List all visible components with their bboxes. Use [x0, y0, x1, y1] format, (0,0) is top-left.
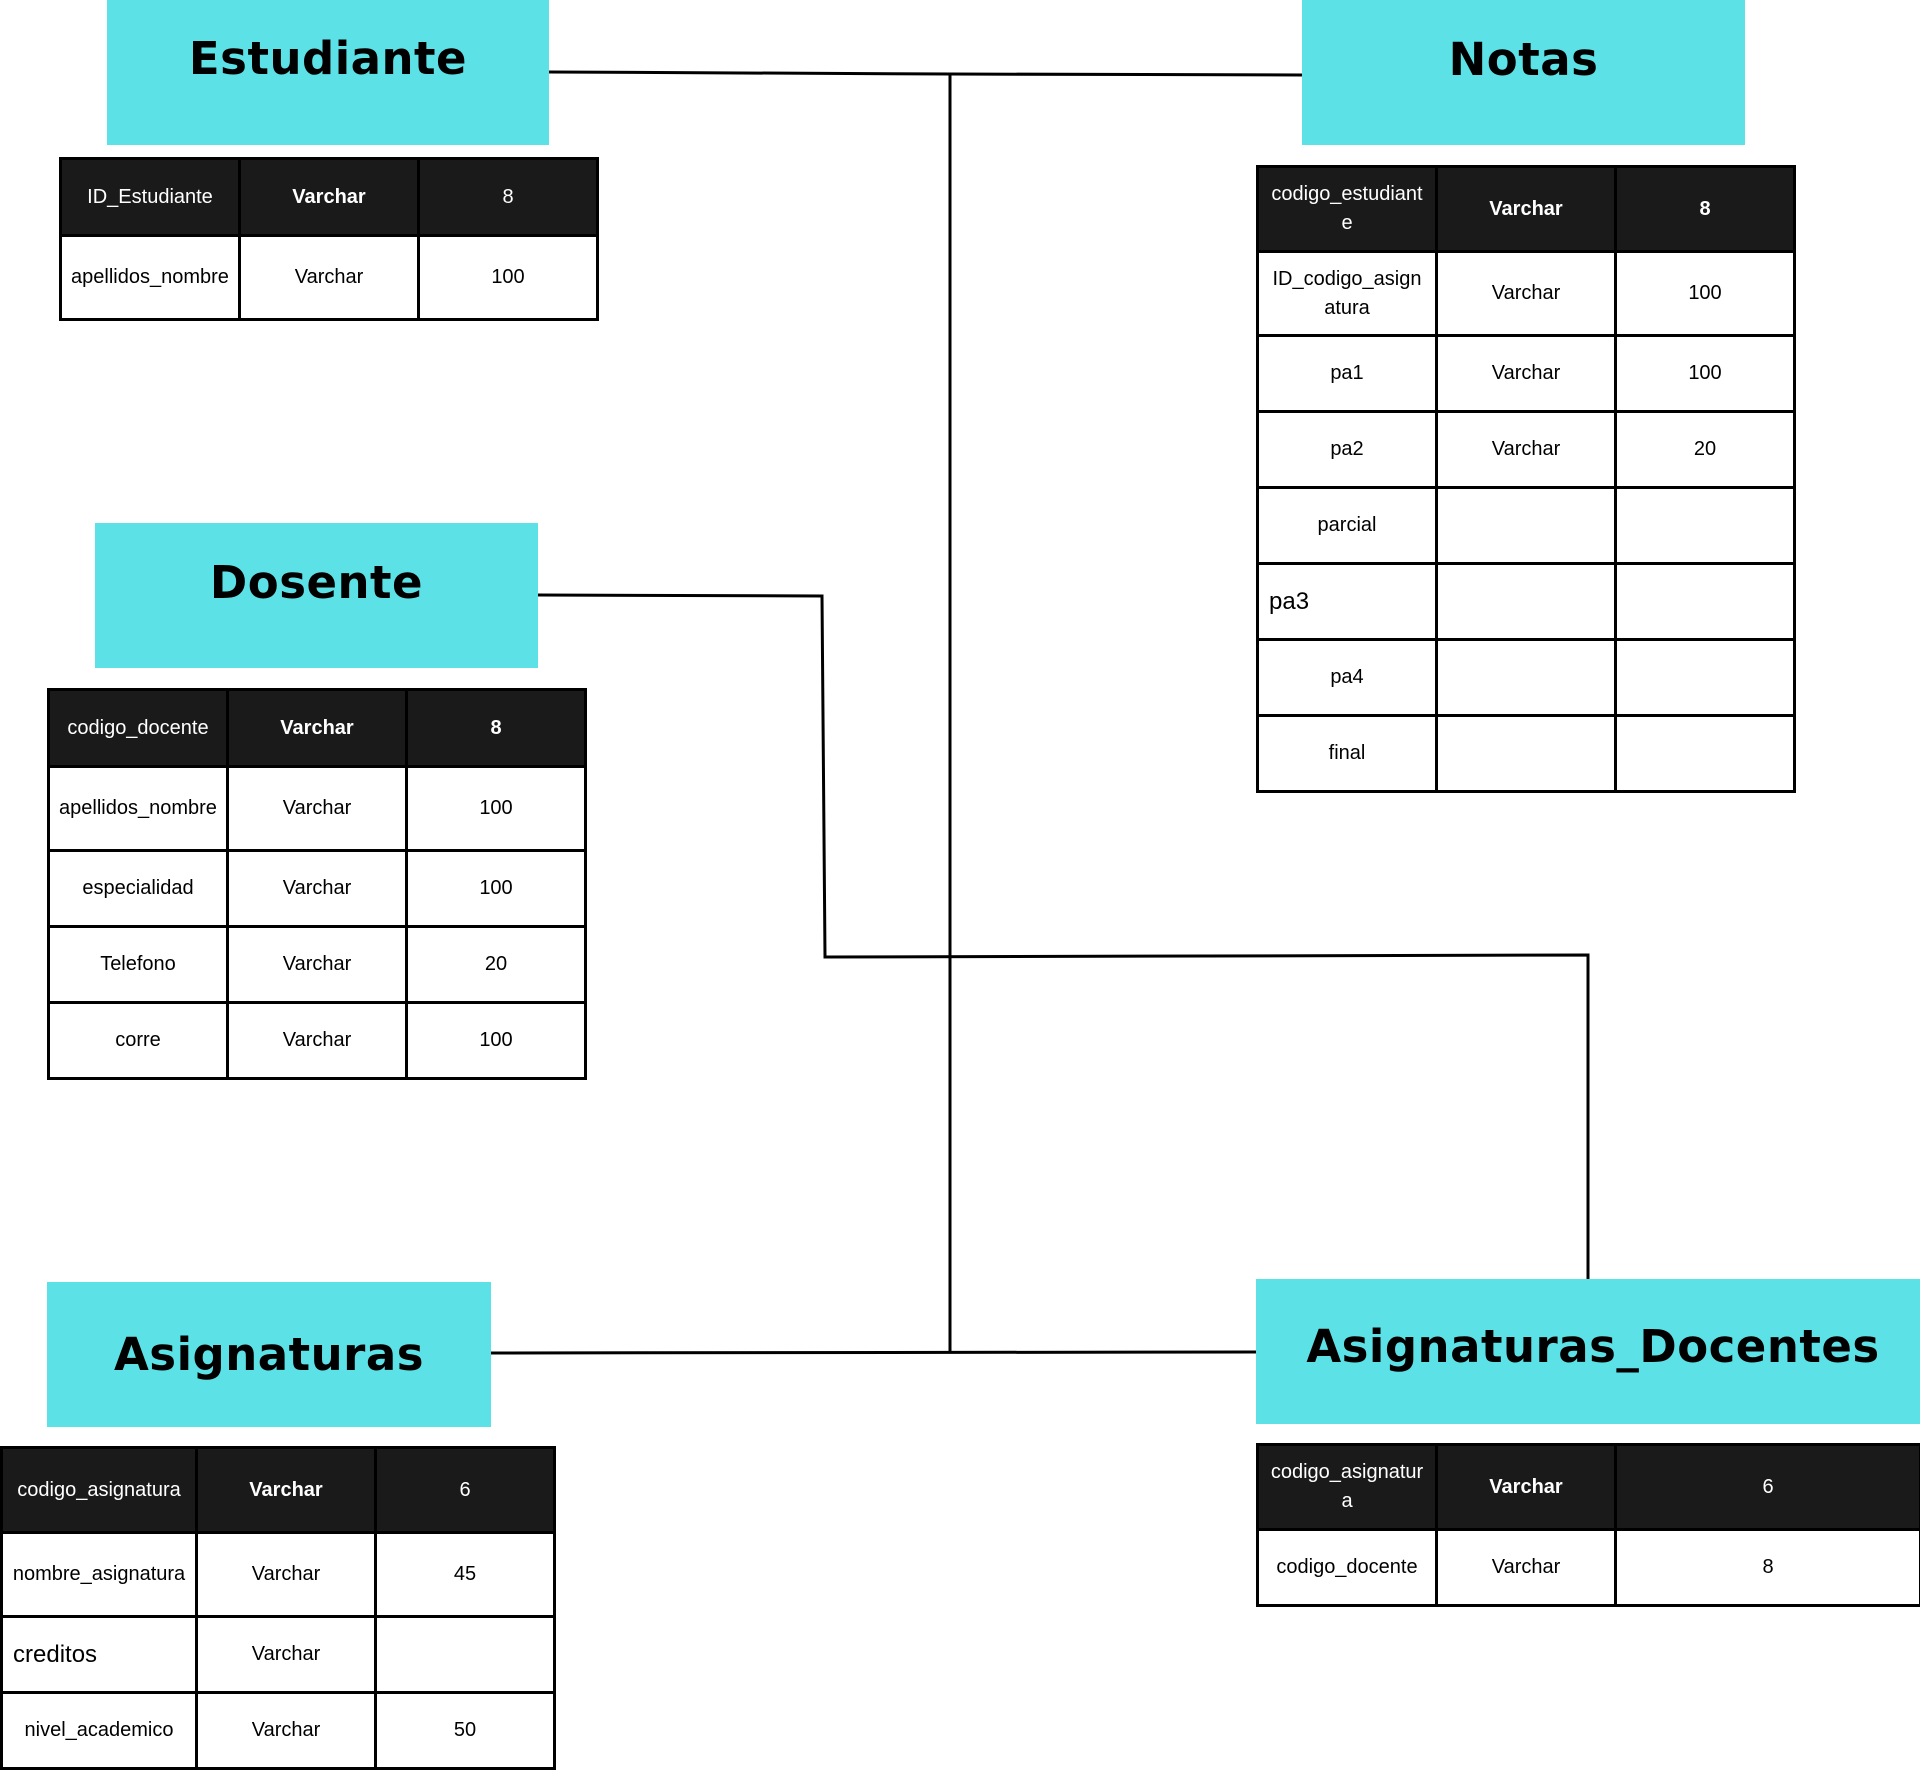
field-name-cell: pa4	[1256, 638, 1438, 717]
field-type-cell: Varchar	[1435, 250, 1617, 337]
field-name-cell: Telefono	[47, 925, 229, 1004]
field-length-cell: 45	[374, 1531, 556, 1618]
entity-title-asignaturas-docentes: Asignaturas_Docentes	[1256, 1279, 1920, 1424]
field-type-cell: Varchar	[238, 234, 420, 321]
table-row: pa4	[1256, 638, 1796, 717]
connector-asignaturas-asignaturas-docentes	[490, 1350, 1257, 1355]
field-type-cell: Varchar	[195, 1446, 377, 1534]
table-row: pa3	[1256, 562, 1796, 641]
field-name-cell: codigo_asignatura	[1256, 1443, 1438, 1531]
table-row: final	[1256, 714, 1796, 793]
entity-title-asignaturas: Asignaturas	[47, 1282, 491, 1427]
field-length-cell: 50	[374, 1691, 556, 1770]
field-length-cell: 100	[405, 849, 587, 928]
table-row: Telefono Varchar 20	[47, 925, 587, 1004]
field-type-cell	[1435, 486, 1617, 565]
field-length-cell: 6	[1614, 1443, 1920, 1531]
field-name-cell: codigo_estudiante	[1256, 165, 1438, 253]
field-length-cell: 100	[1614, 334, 1796, 413]
field-name-cell: corre	[47, 1001, 229, 1080]
field-length-cell	[1614, 714, 1796, 793]
field-type-cell: Varchar	[226, 765, 408, 852]
field-type-cell: Varchar	[1435, 1528, 1617, 1607]
field-name-cell: apellidos_nombre	[59, 234, 241, 321]
field-length-cell: 6	[374, 1446, 556, 1534]
field-length-cell	[1614, 638, 1796, 717]
field-name-cell: pa3	[1256, 562, 1438, 641]
table-row: codigo_asignatura Varchar 6	[0, 1446, 556, 1534]
field-length-cell	[374, 1615, 556, 1694]
table-row: codigo_asignatura Varchar 6	[1256, 1443, 1920, 1531]
field-length-cell: 8	[405, 688, 587, 768]
field-type-cell: Varchar	[195, 1615, 377, 1694]
entity-table-asignaturas: codigo_asignatura Varchar 6 nombre_asign…	[0, 1446, 556, 1770]
entity-table-asignaturas-docentes: codigo_asignatura Varchar 6 codigo_docen…	[1256, 1443, 1920, 1607]
field-type-cell	[1435, 562, 1617, 641]
field-name-cell: nombre_asignatura	[0, 1531, 198, 1618]
field-name-cell: pa2	[1256, 410, 1438, 489]
field-type-cell: Varchar	[1435, 334, 1617, 413]
entity-title-notas: Notas	[1302, 0, 1745, 145]
field-name-cell: apellidos_nombre	[47, 765, 229, 852]
field-type-cell: Varchar	[195, 1691, 377, 1770]
table-row: apellidos_nombre Varchar 100	[59, 234, 599, 321]
table-row: corre Varchar 100	[47, 1001, 587, 1080]
table-row: ID_Estudiante Varchar 8	[59, 157, 599, 237]
field-length-cell: 100	[405, 765, 587, 852]
field-type-cell: Varchar	[1435, 1443, 1617, 1531]
table-row: pa2 Varchar 20	[1256, 410, 1796, 489]
table-row: ID_codigo_asignatura Varchar 100	[1256, 250, 1796, 337]
table-row: codigo_docente Varchar 8	[1256, 1528, 1920, 1607]
connector-dosente-asignaturas-docentes	[537, 593, 1590, 1282]
field-name-cell: ID_codigo_asignatura	[1256, 250, 1438, 337]
entity-table-notas: codigo_estudiante Varchar 8 ID_codigo_as…	[1256, 165, 1796, 793]
table-row: codigo_docente Varchar 8	[47, 688, 587, 768]
table-row: nombre_asignatura Varchar 45	[0, 1531, 556, 1618]
field-name-cell: codigo_docente	[1256, 1528, 1438, 1607]
entity-title-dosente: Dosente	[95, 523, 538, 668]
field-length-cell: 8	[1614, 165, 1796, 253]
field-type-cell: Varchar	[195, 1531, 377, 1618]
field-type-cell	[1435, 638, 1617, 717]
field-type-cell: Varchar	[1435, 410, 1617, 489]
field-type-cell: Varchar	[238, 157, 420, 237]
field-type-cell: Varchar	[226, 688, 408, 768]
table-row: especialidad Varchar 100	[47, 849, 587, 928]
field-length-cell: 100	[417, 234, 599, 321]
field-type-cell	[1435, 714, 1617, 793]
table-row: nivel_academico Varchar 50	[0, 1691, 556, 1770]
entity-table-dosente: codigo_docente Varchar 8 apellidos_nombr…	[47, 688, 587, 1080]
field-length-cell: 20	[1614, 410, 1796, 489]
field-name-cell: especialidad	[47, 849, 229, 928]
field-name-cell: codigo_docente	[47, 688, 229, 768]
field-length-cell: 8	[1614, 1528, 1920, 1607]
field-name-cell: ID_Estudiante	[59, 157, 241, 237]
table-row: apellidos_nombre Varchar 100	[47, 765, 587, 852]
field-name-cell: codigo_asignatura	[0, 1446, 198, 1534]
entity-title-estudiante: Estudiante	[107, 0, 549, 145]
field-name-cell: final	[1256, 714, 1438, 793]
field-length-cell	[1614, 562, 1796, 641]
field-length-cell: 100	[1614, 250, 1796, 337]
field-type-cell: Varchar	[1435, 165, 1617, 253]
field-type-cell: Varchar	[226, 925, 408, 1004]
field-length-cell: 100	[405, 1001, 587, 1080]
connector-estudiante-notas	[548, 70, 1303, 77]
table-row: parcial	[1256, 486, 1796, 565]
entity-table-estudiante: ID_Estudiante Varchar 8 apellidos_nombre…	[59, 157, 599, 321]
field-name-cell: parcial	[1256, 486, 1438, 565]
table-row: pa1 Varchar 100	[1256, 334, 1796, 413]
field-length-cell: 20	[405, 925, 587, 1004]
table-row: codigo_estudiante Varchar 8	[1256, 165, 1796, 253]
field-type-cell: Varchar	[226, 1001, 408, 1080]
field-name-cell: nivel_academico	[0, 1691, 198, 1770]
field-name-cell: creditos	[0, 1615, 198, 1694]
table-row: creditos Varchar	[0, 1615, 556, 1694]
field-type-cell: Varchar	[226, 849, 408, 928]
field-length-cell	[1614, 486, 1796, 565]
field-name-cell: pa1	[1256, 334, 1438, 413]
field-length-cell: 8	[417, 157, 599, 237]
